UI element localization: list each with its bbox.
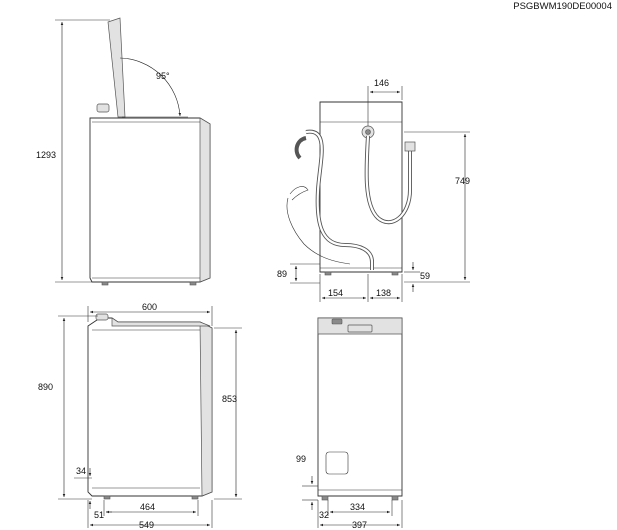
dim-foot-height-front: 99	[296, 454, 306, 464]
dim-depth-top: 600	[142, 302, 157, 312]
dim-side-offset-left: 154	[328, 288, 343, 298]
side-view-closed: 600 890 853 34 464 51 549	[38, 302, 242, 530]
dim-foot-front-offset: 32	[319, 510, 329, 520]
dim-height-body: 853	[222, 394, 237, 404]
dim-drain-height: 89	[277, 269, 287, 279]
dim-base-width: 334	[350, 502, 365, 512]
dim-foot-offset: 34	[76, 466, 86, 476]
drawing-code: PSGBWM190DE00004	[513, 1, 612, 12]
angle-label: 95°	[156, 71, 170, 81]
front-view: 99 334 32 397	[296, 317, 403, 530]
dim-base-depth: 464	[140, 502, 155, 512]
dim-total-height: 1293	[36, 150, 56, 160]
dim-total-depth: 549	[139, 520, 154, 530]
dim-foot-inset: 51	[94, 510, 104, 520]
dim-foot-height-side: 59	[420, 271, 430, 281]
dim-hose-width: 146	[374, 78, 389, 88]
side-view-lid-open: 95° 1293	[36, 17, 211, 286]
dim-height: 890	[38, 382, 53, 392]
dim-total-width: 397	[352, 520, 367, 530]
rear-view-hoses: 146 749 89 59 154 138	[277, 78, 470, 302]
dim-side-offset-right: 138	[376, 288, 391, 298]
dim-hose-height: 749	[455, 176, 470, 186]
